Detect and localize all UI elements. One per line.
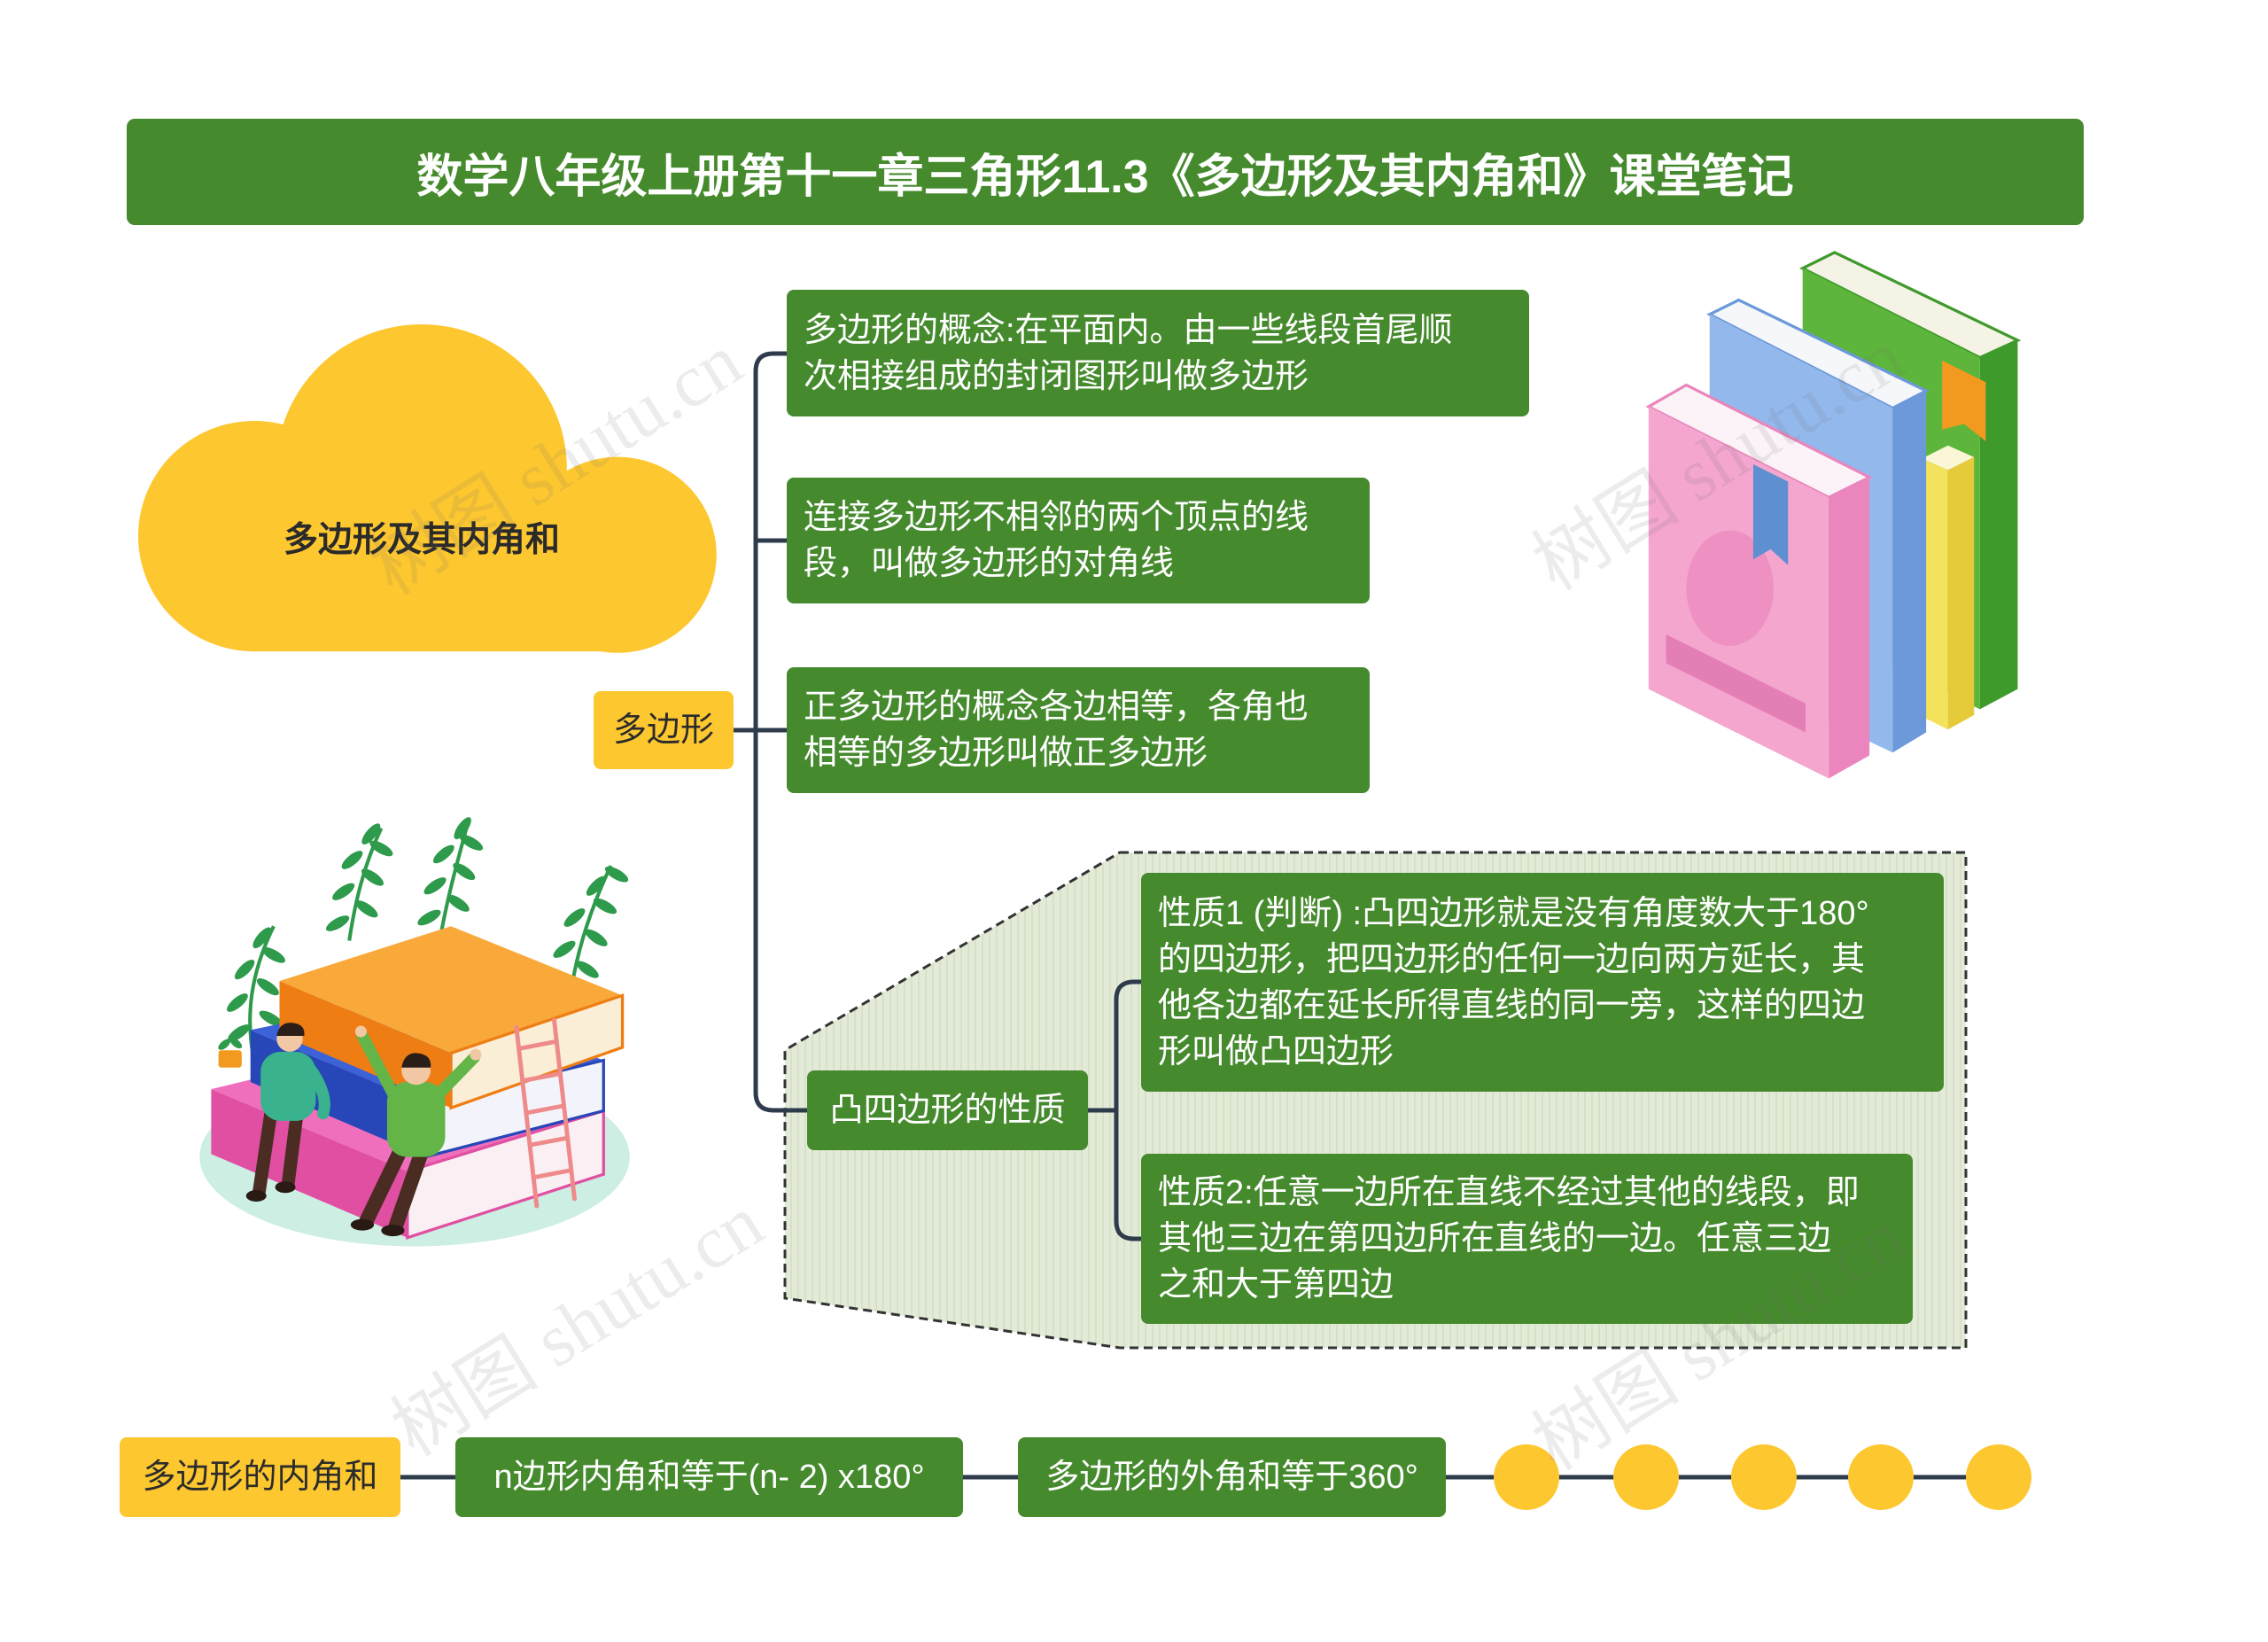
plant-icon xyxy=(326,823,393,941)
person-right xyxy=(350,1025,482,1237)
plant-icon xyxy=(417,817,484,936)
potted-plant-icon xyxy=(218,1037,243,1068)
node-label: 多边形的外角和等于360° xyxy=(1045,1459,1418,1496)
node-convex-properties[interactable]: 凸四边形的性质 xyxy=(807,1070,1088,1150)
convex-region-outline xyxy=(783,851,1968,1350)
yellow-book xyxy=(1922,445,1975,730)
page-title: 数学八年级上册第十一章三角形11.3《多边形及其内角和》课堂笔记 xyxy=(416,151,1794,203)
decor-circle xyxy=(1731,1444,1797,1510)
cloud-shape-icon xyxy=(138,324,717,653)
bookmark-icon xyxy=(1942,360,1986,441)
bookmark-icon xyxy=(1752,463,1789,565)
node-label: 连接多边形不相邻的两个顶点的线 段，叫做多边形的对角线 xyxy=(804,499,1309,582)
connector xyxy=(1114,979,1144,1241)
person-left xyxy=(245,1023,330,1202)
node-label: n边形内角和等于(n- 2) x180° xyxy=(493,1459,925,1496)
books-with-readers-illustration-icon xyxy=(199,817,630,1247)
node-regular-polygon[interactable]: 正多边形的概念各边相等，各角也 相等的多边形叫做正多边形 xyxy=(787,667,1370,793)
node-label: 凸四边形的性质 xyxy=(829,1092,1066,1129)
central-topic[interactable]: 多边形及其内角和 xyxy=(283,521,560,559)
title-bar: 数学八年级上册第十一章三角形11.3《多边形及其内角和》课堂笔记 xyxy=(127,119,2084,225)
node-exterior-angle-sum[interactable]: 多边形的外角和等于360° xyxy=(1018,1437,1446,1517)
decor-circle xyxy=(1848,1444,1914,1510)
ladder-icon xyxy=(514,1017,577,1209)
decor-circle xyxy=(1613,1444,1679,1510)
plant-icon xyxy=(227,925,286,1065)
node-label: 正多边形的概念各边相等，各角也 相等的多边形叫做正多边形 xyxy=(804,689,1309,772)
decor-circle xyxy=(1966,1444,2031,1510)
pink-book xyxy=(1645,383,1873,779)
node-property-2[interactable]: 性质2:任意一边所在直线不经过其他的线段，即 其他三边在第四边所在直线的一边。任… xyxy=(1141,1154,1913,1324)
stacked-books-illustration-icon xyxy=(1645,251,2022,779)
node-diagonal[interactable]: 连接多边形不相邻的两个顶点的线 段，叫做多边形的对角线 xyxy=(787,478,1370,603)
node-label: 性质2:任意一边所在直线不经过其他的线段，即 其他三边在第四边所在直线的一边。任… xyxy=(1158,1174,1860,1303)
node-interior-formula[interactable]: n边形内角和等于(n- 2) x180° xyxy=(455,1437,963,1517)
node-polygon-definition[interactable]: 多边形的概念:在平面内。由一些线段首尾顺 次相接组成的封闭图形叫做多边形 xyxy=(787,290,1529,416)
node-polygon[interactable]: 多边形 xyxy=(594,691,734,769)
decor-circle xyxy=(1494,1444,1559,1510)
node-interior-angle-sum[interactable]: 多边形的内角和 xyxy=(120,1437,400,1517)
node-label: 性质1 (判断) :凸四边形就是没有角度数大于180° 的四边形，把四边形的任何… xyxy=(1158,894,1869,1070)
node-property-1[interactable]: 性质1 (判断) :凸四边形就是没有角度数大于180° 的四边形，把四边形的任何… xyxy=(1141,873,1944,1092)
node-label: 多边形的内角和 xyxy=(142,1459,378,1496)
node-label: 多边形 xyxy=(612,712,714,749)
node-label: 多边形的概念:在平面内。由一些线段首尾顺 次相接组成的封闭图形叫做多边形 xyxy=(804,311,1453,395)
